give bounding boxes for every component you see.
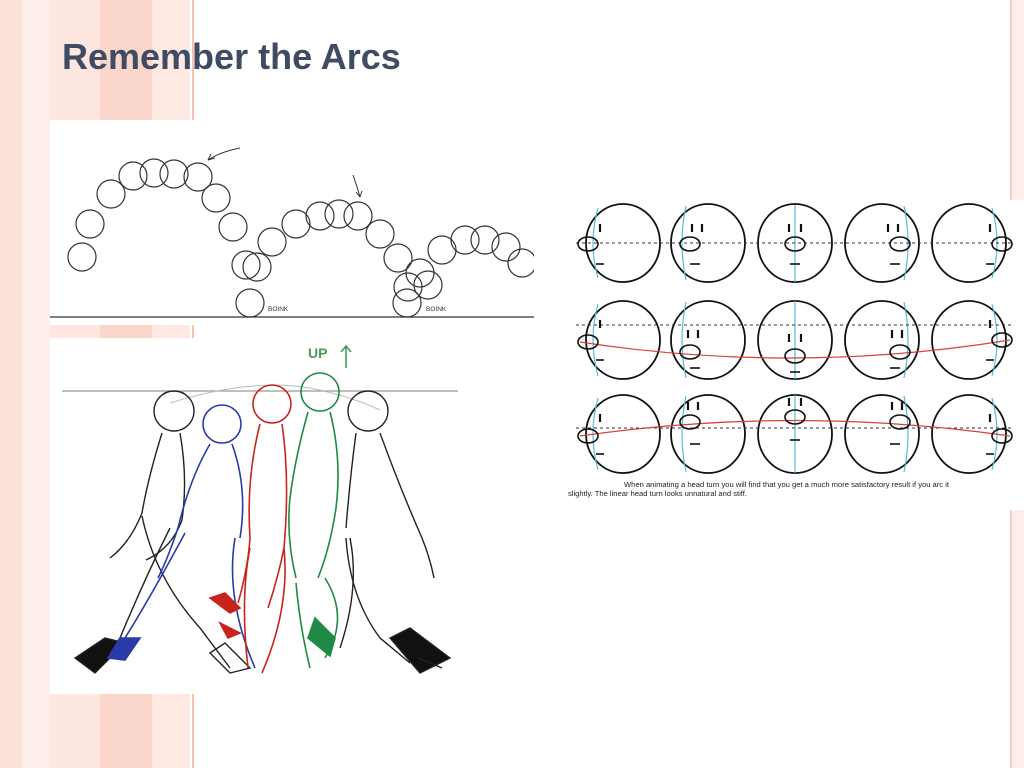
bouncing-ball-figure: BOINK BOINK	[50, 120, 537, 325]
impact-label: BOINK	[426, 306, 447, 313]
up-label: UP	[308, 345, 327, 361]
head-turn-drawing	[576, 203, 1014, 474]
walk-cycle-drawing: UP	[62, 344, 458, 674]
caption-line: slightly. The linear head turn looks unn…	[568, 489, 747, 498]
bouncing-ball-drawing: BOINK BOINK	[50, 147, 537, 318]
decor-stripe	[0, 0, 22, 768]
walk-cycle-figure: UP	[50, 338, 470, 694]
head-turn-figure: When animating a head turn you will find…	[566, 200, 1024, 510]
caption-line: When animating a head turn you will find…	[624, 480, 949, 489]
slide-title: Remember the Arcs	[62, 36, 401, 77]
head-turn-caption: When animating a head turn you will find…	[568, 480, 1020, 498]
impact-label: BOINK	[268, 306, 289, 313]
decor-stripe	[22, 0, 50, 768]
